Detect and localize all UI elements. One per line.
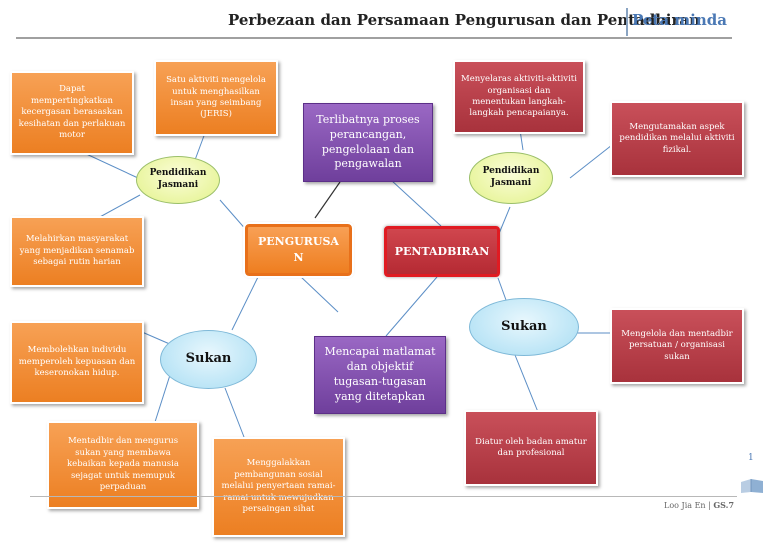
pj-pentadbiran-point-2: Mengutamakan aspek pendidikan melalui ak… [610, 101, 744, 177]
header-divider [16, 37, 732, 39]
sukan-pengurusan-point-2: Mentadbir dan mengurus sukan yang membaw… [47, 421, 199, 509]
shared-bottom-node: Mencapai matlamat dan objektif tugasan-t… [314, 336, 446, 414]
connector-sukan-right-2 [514, 354, 539, 413]
header-separator [626, 8, 628, 36]
connector-sukan-left-3 [224, 387, 245, 438]
connector-sukan-left-2 [154, 374, 171, 423]
connector-pengurusan-top [314, 181, 341, 219]
pj-pengurusan-point-2: Satu aktiviti mengelola untuk menghasilk… [154, 60, 278, 136]
connector-sukan-right-center [497, 277, 507, 301]
connector-pj-right-2 [569, 144, 613, 179]
sukan-pengurusan-node: Sukan [160, 330, 257, 389]
central-pengurusan: PENGURUSAN [243, 222, 354, 278]
connector-pentadbiran-bottom [385, 276, 438, 337]
connector-pengurusan-bottom [299, 275, 339, 313]
sukan-pentadbiran-point-2: Diatur oleh badan amatur dan profesional [464, 410, 598, 486]
connector-pj-left-1 [81, 151, 139, 179]
shared-top-node: Terlibatnya proses perancangan, pengelol… [303, 103, 433, 182]
connector-pj-left-2 [194, 132, 206, 161]
pj-pengurusan-point-1: Dapat mempertingkatkan kecergasan berasa… [10, 71, 134, 155]
connector-pj-left-3 [97, 194, 141, 219]
book-icon [741, 479, 763, 493]
footer-author: Loo Jia En [664, 501, 706, 510]
pj-pengurusan-point-3: Melahirkan masyarakat yang menjadikan se… [10, 216, 144, 287]
central-pentadbiran: PENTADBIRAN [384, 226, 500, 277]
connector-sukan-left-center [231, 276, 259, 331]
page-title: Perbezaan dan Persamaan Pengurusan dan P… [228, 11, 701, 29]
sukan-pengurusan-point-3: Menggalakkan pembangunan sosial melalui … [212, 437, 345, 537]
footer-code: GS.7 [713, 500, 735, 510]
sukan-pentadbiran-point-1: Mengelola dan mentadbir persatuan / orga… [610, 308, 744, 384]
pj-pengurusan-node: Pendidikan Jasmani [136, 156, 220, 204]
pj-pentadbiran-node: Pendidikan Jasmani [469, 152, 553, 204]
page-subtitle: Peta minda [632, 11, 727, 29]
page-number: 1 [748, 453, 754, 463]
connector-pentadbiran-top [390, 179, 442, 227]
sukan-pentadbiran-node: Sukan [469, 298, 579, 356]
connector-pj-right-center [497, 206, 511, 237]
footer-credit: Loo Jia En | GS.7 [664, 500, 735, 510]
pj-pentadbiran-point-1: Menyelaras aktiviti-aktiviti organisasi … [453, 60, 585, 134]
sukan-pengurusan-point-1: Membolehkan individu memperoleh kepuasan… [10, 321, 144, 404]
footer-divider [30, 496, 737, 497]
